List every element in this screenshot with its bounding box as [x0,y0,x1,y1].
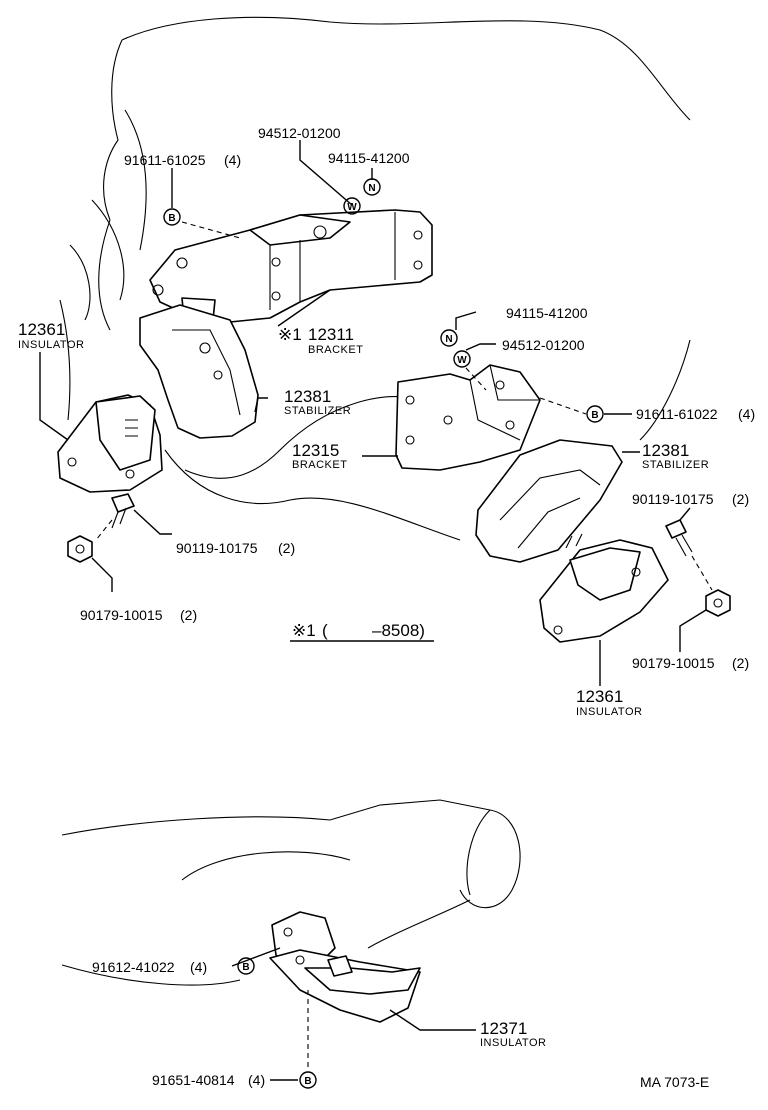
part-quantity: (4) [738,406,755,422]
leader-lines [39,140,713,1081]
part-name: STABILIZER [642,459,709,471]
bolt-symbol-label: B [304,1076,311,1087]
part-number: 12381 [284,387,331,406]
stabilizer-12381-right [475,439,623,563]
part-name: BRACKET [308,344,363,356]
part-quantity: (4) [224,152,241,168]
part-quantity: (2) [278,540,295,556]
callout-94512-01200-right: 94512-01200 [502,337,585,353]
callout-12381-upper: 12381 STABILIZER [284,387,351,417]
footnote-mark: ※1 [292,621,316,640]
callout-12311: ※1 12311 BRACKET [278,325,363,356]
bolt-symbol-label: B [242,962,249,973]
bolt-symbol-top-left: B [163,208,181,226]
washer-symbol-label: W [347,202,357,213]
part-quantity: (2) [732,491,749,507]
nut-symbol-right: N [440,329,458,347]
insulator-12361-left [57,394,163,493]
callout-90119-10175-right: 90119-10175 (2) [632,491,749,507]
part-number: 91651-40814 [152,1072,235,1088]
nut-symbol-label: N [368,183,375,194]
bolt-symbol-label: B [168,213,175,224]
nut-90179-left [67,535,93,563]
callout-12371: 12371 INSULATOR [480,1019,546,1049]
callout-90179-10015-left: 90179-10015 (2) [80,607,197,623]
part-name: INSULATOR [480,1037,546,1049]
bolt-symbol-lower-2: B [299,1071,317,1089]
part-number: 94115-41200 [506,305,588,321]
washer-symbol-right: W [453,350,471,368]
footnote: ※1 ( –8508) [290,621,434,642]
washer-symbol-label: W [457,355,467,366]
bolt-symbol-lower-1: B [237,957,255,975]
insulator-12361-right [539,533,669,643]
bolt-symbol-label: B [591,410,598,421]
washer-symbol-top: W [343,197,361,215]
part-mark: ※1 [278,325,302,344]
part-number: 12361 [576,687,623,706]
bolt-symbol-right: B [586,405,604,423]
callout-12315: 12315 BRACKET [292,441,347,471]
callout-90119-10175-left: 90119-10175 (2) [176,540,295,556]
callout-90179-10015-right: 90179-10015 (2) [632,655,749,671]
part-quantity: (4) [190,959,207,975]
part-number: 91611-61025 [124,152,206,168]
part-number: 91612-41022 [92,959,175,975]
stabilizer-12381-upper [139,304,259,439]
nut-symbol-label: N [445,334,452,345]
callout-12361-right: 12361 INSULATOR [576,687,642,718]
part-name: BRACKET [292,459,347,471]
part-number: 94512-01200 [258,125,341,141]
callout-94512-01200-top: 94512-01200 [258,125,341,141]
part-number: 12381 [642,441,689,460]
callout-94115-41200-right: 94115-41200 [506,305,588,321]
part-number: 94512-01200 [502,337,585,353]
part-number: 12315 [292,441,339,460]
part-number: 12311 [308,325,354,344]
callout-12381-right: 12381 STABILIZER [642,441,709,471]
part-name: STABILIZER [284,405,351,417]
transmission-outline [61,799,521,986]
part-number: 94115-41200 [328,150,410,166]
part-number: 12361 [18,320,65,339]
insulator-12371 [269,911,421,1023]
nut-90179-right [705,589,731,617]
bolt-90119-right [665,519,693,557]
bracket-12315 [395,364,541,471]
callout-91651-40814: 91651-40814 (4) [152,1072,265,1088]
engine-outline [59,16,691,541]
callout-91612-41022: 91612-41022 (4) [92,959,207,975]
part-quantity: (2) [180,607,197,623]
part-number: 90179-10015 [80,607,163,623]
part-name: INSULATOR [576,706,642,718]
part-number: 90119-10175 [176,540,258,556]
callout-91611-61025: 91611-61025 (4) [124,152,241,168]
part-number: 91611-61022 [636,406,718,422]
footnote-paren-open: ( [322,621,328,640]
callout-91611-61022: 91611-61022 (4) [636,406,755,422]
part-number: 90179-10015 [632,655,715,671]
part-quantity: (4) [248,1072,265,1088]
footnote-range: –8508) [372,621,425,640]
callout-12361-left: 12361 INSULATOR [18,320,84,351]
part-name: INSULATOR [18,339,84,351]
part-quantity: (2) [732,655,749,671]
diagram-reference: MA 7073-E [640,1074,709,1090]
bolt-90119-left [111,493,135,529]
part-number: 12371 [480,1019,527,1038]
part-number: 90119-10175 [632,491,714,507]
callout-94115-41200-top: 94115-41200 [328,150,410,166]
nut-symbol-top: N [363,178,381,196]
